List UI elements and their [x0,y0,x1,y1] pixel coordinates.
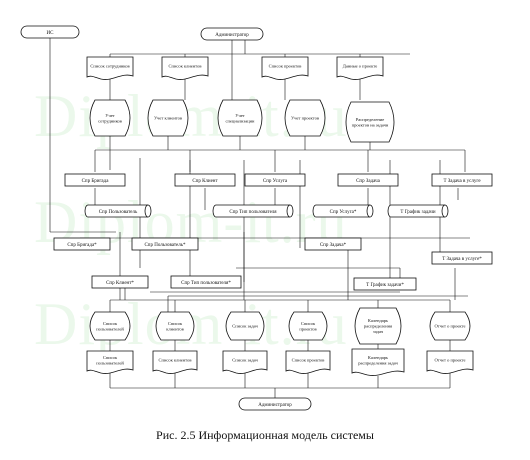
store-row1-1-cylinder-edge [144,204,149,218]
connectors [49,32,470,398]
process-2-shape [147,99,189,137]
store-row1-2-cylinder-edge [286,204,291,218]
report-process-2-shape [155,311,195,341]
store-row1-1-label: Спр Пользователь [99,210,138,215]
store-row1-4-cylinder-edge [441,204,446,218]
report-document-2-shape [152,350,198,374]
table-row3-3-label: Т График задачи* [366,283,404,288]
table-row1-5-label: Т Задача в услуге [443,179,481,184]
table-row1-2-label: Спр Клиент [192,179,218,184]
table-row1-3-shape [244,173,306,187]
process-2-label: Учет клиентов [154,116,182,121]
process-4-label: Учет проектов [291,116,319,121]
table-row2-4-shape [431,251,493,265]
table-row1-4-shape [337,173,399,187]
report-document-4-shape [285,350,331,374]
report-document-1-shape [86,350,134,374]
table-row2-3-shape [304,237,362,251]
top-document-1-shape [86,56,134,80]
terminator-ic-shape [20,25,80,39]
process-5-shape [345,101,395,143]
report-process-4-shape [288,311,328,341]
terminator-admin-bottom-shape [238,397,312,411]
top-document-2-shape [161,56,209,80]
table-row1-4-label: Спр Задача [356,179,381,184]
top-document-4-shape [336,56,384,80]
table-row1-1-label: Спр Бригада [82,179,110,184]
terminator-admin-top-label: Администратор [215,33,249,38]
terminator-admin-bottom-label: Администратор [258,403,292,408]
table-row3-1-label: Спр Клиент* [106,281,134,286]
table-row3-1-shape [91,275,149,289]
process-3-shape [217,99,263,137]
table-row1-1-shape [64,173,126,187]
report-process-3-label: Список задач [232,324,258,329]
table-row3-2-label: Спр Тип пользователя* [181,281,231,286]
table-row1-5-shape [431,173,493,187]
top-document-4-label: Данные о проекте [343,64,377,69]
table-row1-3-label: Спр Услуга [263,179,288,184]
store-row1-2-label: Спр Тип пользователя [229,210,277,215]
store-row1-3-label: Спр Услуга* [330,210,357,215]
table-row2-2-shape [131,237,199,251]
report-process-5-shape [354,307,402,345]
report-document-6-label: Отчет о проекте [435,358,466,363]
report-process-3-shape [225,311,265,341]
table-row1-2-shape [174,173,236,187]
report-document-5-shape [351,348,405,376]
terminator-admin-top-shape [200,27,264,41]
table-row2-3-label: Спр Задача* [320,243,347,248]
report-document-3-shape [222,350,268,374]
store-row1-4-label: Т График задачи [400,210,435,215]
terminator-ic-label: ИС [47,31,55,36]
report-document-2-label: Список клиентов [159,358,192,363]
report-document-6-shape [426,350,474,374]
table-row3-3-shape [353,277,417,291]
report-document-3-label: Список задач [232,358,258,363]
figure-caption: Рис. 2.5 Информационная модель системы [156,428,374,442]
top-document-2-label: Список клиентов [169,64,202,69]
table-row2-4-label: Т Задача в услуге* [442,257,482,262]
top-document-3-shape [261,56,309,80]
process-1-shape [89,99,131,137]
top-document-1-label: Список сотрудников [90,64,129,69]
top-document-3-label: Список проектов [269,64,302,69]
table-row3-2-shape [170,275,242,289]
process-4-shape [284,99,326,137]
report-process-6-label: Отчет о проекте [435,324,466,329]
table-row2-1-label: Спр Бригада* [67,243,97,248]
report-document-4-label: Список проектов [292,358,325,363]
table-row2-2-label: Спр Пользователь* [144,243,186,248]
table-row2-1-shape [53,237,111,251]
store-row1-3-cylinder-edge [366,204,371,218]
report-process-1-shape [89,311,131,341]
report-process-6-shape [429,311,471,341]
